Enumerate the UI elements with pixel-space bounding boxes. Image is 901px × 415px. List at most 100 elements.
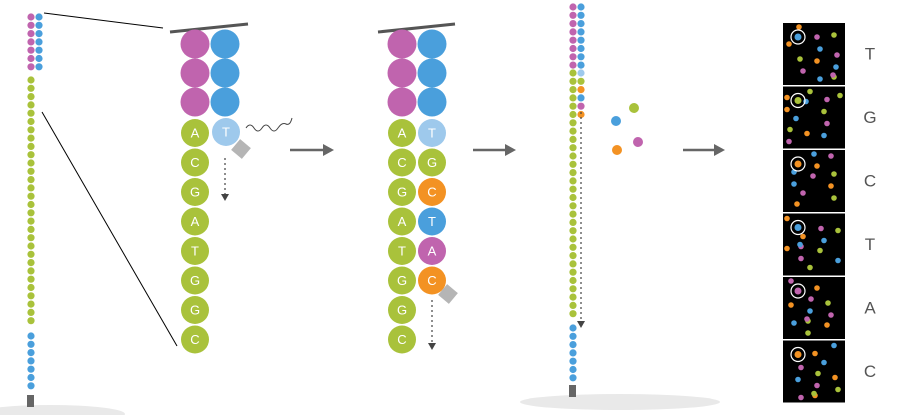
template-bead	[27, 308, 35, 316]
cluster-dot	[818, 225, 824, 232]
template-bead	[27, 283, 35, 292]
template-base	[181, 325, 209, 354]
template-base	[388, 266, 416, 295]
cluster-dot	[814, 163, 820, 169]
anchor-adapter-bead	[27, 365, 35, 373]
cluster-dot	[817, 247, 823, 254]
template-base-label: A	[191, 214, 200, 229]
adapter-bead-right	[35, 38, 43, 46]
cluster-dot	[798, 394, 804, 401]
cluster-dot	[814, 58, 820, 64]
template-bead	[569, 252, 577, 260]
anchor-adapter-bead	[569, 365, 577, 374]
template-base-label: A	[398, 126, 407, 141]
adapter-pink	[180, 87, 210, 117]
template-base-label: C	[397, 332, 406, 347]
strand-anchor-right	[569, 385, 576, 397]
adapter-bead-left	[27, 38, 35, 46]
template-base-label: G	[397, 185, 407, 200]
image-panel	[783, 150, 845, 212]
flowcell-surface-right	[520, 394, 720, 410]
anchor-adapter-bead	[569, 357, 577, 365]
cluster-dot	[831, 171, 837, 177]
anchor-adapter-bead	[27, 382, 35, 390]
synthesized-base-label: T	[428, 214, 436, 229]
template-base	[181, 266, 209, 295]
template-bead	[27, 109, 35, 117]
template-bead	[569, 169, 577, 177]
anchor-adapter-bead	[27, 340, 35, 348]
base-call-label: C	[864, 362, 876, 381]
adapter-bead-left	[569, 20, 577, 28]
template-bead	[569, 218, 577, 226]
cluster-dot	[811, 151, 817, 157]
cluster-dot	[784, 94, 790, 101]
cluster-dot	[828, 153, 834, 159]
template-bead	[569, 160, 577, 168]
adapter-bead-right	[35, 13, 43, 21]
free-nucleotide-pink	[633, 137, 643, 147]
cluster-dot	[791, 181, 797, 187]
adapter-bead-left	[569, 61, 577, 69]
anchor-adapter-bead	[27, 349, 35, 357]
extension-arrowhead-2	[428, 343, 436, 350]
template-base	[181, 207, 209, 236]
cluster-dot	[788, 278, 794, 284]
anchor-adapter-bead	[27, 357, 35, 365]
synthesized-base	[418, 178, 446, 206]
adapter-bead-left	[27, 13, 35, 21]
template-bead	[27, 300, 35, 308]
template-bead	[27, 259, 35, 267]
cluster-dot	[786, 41, 792, 47]
base-call-label: T	[865, 45, 875, 64]
adapter-blue	[210, 87, 240, 117]
cluster-dot	[825, 300, 831, 306]
process-arrow-1	[290, 144, 334, 156]
template-bead	[569, 260, 577, 268]
template-bead	[27, 126, 35, 134]
cluster-dot	[833, 64, 839, 70]
template-base-label: A	[191, 126, 200, 141]
cluster-dot	[814, 382, 820, 389]
process-arrow-2	[473, 144, 516, 156]
template-base	[181, 119, 209, 147]
anchor-adapter-bead	[27, 373, 35, 382]
adapter-blue	[417, 58, 447, 88]
cluster-dot	[807, 308, 813, 314]
adapter-blue	[210, 58, 240, 88]
synthesized-bead	[577, 86, 585, 94]
adapter-blue	[417, 87, 447, 117]
synthesized-bead	[577, 77, 585, 85]
highlighted-cluster	[794, 33, 802, 41]
template-base-label: G	[190, 273, 200, 288]
adapter-pink	[180, 29, 210, 59]
cluster-dot	[831, 195, 837, 201]
template-bead	[27, 93, 35, 101]
highlighted-cluster	[794, 224, 802, 231]
cluster-dot	[821, 108, 827, 115]
template-base	[181, 296, 209, 324]
adapter-pink	[387, 87, 417, 117]
template-bead	[569, 185, 577, 193]
zoom-line-bottom	[41, 111, 178, 347]
template-bead	[569, 110, 577, 119]
template-bead	[27, 192, 35, 200]
template-bead	[27, 225, 35, 233]
adapter-bead-right	[35, 63, 43, 71]
synthesized-base-label: C	[427, 273, 436, 288]
template-bead	[569, 310, 577, 318]
synthesized-bead	[577, 102, 585, 110]
adapter-bead-right	[577, 36, 585, 44]
cluster-dot	[812, 350, 818, 357]
base-call-label: G	[863, 108, 876, 127]
adapter-bead-right	[35, 54, 43, 63]
adapter-bead-left	[569, 36, 577, 44]
cluster-dot	[800, 68, 806, 74]
template-bead	[569, 227, 577, 235]
template-bead	[569, 69, 577, 77]
free-nucleotide-orange	[612, 145, 622, 155]
extension-arrowhead-3	[577, 321, 585, 328]
cluster-dot	[814, 285, 820, 291]
template-bead	[27, 209, 35, 217]
template-base	[388, 119, 416, 147]
